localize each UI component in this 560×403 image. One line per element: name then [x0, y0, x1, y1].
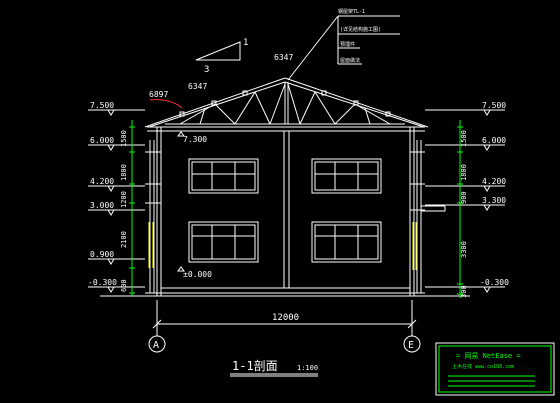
right-dim-4: 3300	[460, 241, 468, 258]
left-dims: 1500 1800 1200 2100 600	[120, 130, 128, 292]
axis-label-e: E	[408, 340, 414, 351]
roof-dim-left: 6897	[149, 90, 168, 99]
bottom-dim-line	[152, 300, 417, 330]
interior-level-floor: ±0.000	[183, 270, 212, 279]
drawing-scale: 1:100	[297, 364, 318, 372]
interior-level-markers	[177, 131, 185, 272]
slope-indicator	[195, 41, 241, 61]
callout-line-1: 钢屋架TL-1	[338, 8, 365, 15]
title-underline	[230, 373, 318, 377]
stamp-line-1: = 网易 NetEase =	[456, 352, 521, 360]
right-level-5: -0.300	[480, 278, 509, 287]
right-dim-2: 1800	[460, 164, 468, 181]
windows	[188, 158, 382, 263]
right-level-marks	[425, 109, 505, 293]
right-dim-3: 900	[460, 191, 468, 204]
glazing-strips	[148, 222, 417, 270]
right-level-2: 6.000	[482, 136, 506, 145]
right-dim-line	[457, 120, 463, 298]
axis-label-a: A	[153, 340, 159, 351]
left-dim-1: 1500	[120, 130, 128, 147]
drawing-title: 1-1剖面	[232, 359, 278, 373]
right-level-3: 4.200	[482, 177, 506, 186]
left-level-3: 4.200	[90, 177, 114, 186]
roof-highlight	[149, 99, 183, 109]
left-level-2: 6.000	[90, 136, 114, 145]
canopy	[421, 205, 446, 212]
left-level-6: -0.300	[88, 278, 117, 287]
stamp-box	[435, 342, 555, 396]
left-dim-4: 2100	[120, 231, 128, 248]
right-level-4: 3.300	[482, 196, 506, 205]
roof-dim-mid: 6347	[188, 82, 207, 91]
left-level-4: 3.000	[90, 201, 114, 210]
left-level-1: 7.500	[90, 101, 114, 110]
left-level-marks	[88, 109, 145, 293]
stamp-line-2: 土木在线 www.co188.com	[452, 363, 514, 370]
left-dim-5: 600	[120, 279, 128, 292]
callout-leader	[287, 15, 400, 81]
left-dim-2: 1800	[120, 164, 128, 181]
right-level-1: 7.500	[482, 101, 506, 110]
building-walls	[100, 126, 470, 297]
roof-dim-top: 6347	[274, 53, 293, 62]
overall-dimension: 12000	[272, 313, 299, 323]
slope-run: 3	[204, 65, 209, 75]
callout-line-3: 预埋件	[340, 41, 355, 48]
callout-line-4: 屋面做法	[340, 57, 360, 64]
right-dim-1: 1500	[460, 130, 468, 147]
right-dims: 1500 1800 900 3300 300	[460, 130, 468, 298]
callout-line-2: (详见结构施工图)	[340, 26, 381, 33]
left-dim-line	[129, 120, 135, 296]
interior-level-roof: 7.300	[183, 135, 207, 144]
left-dim-3: 1200	[120, 191, 128, 208]
slope-rise: 1	[243, 38, 248, 48]
roof-truss	[144, 77, 429, 128]
right-dim-5: 300	[460, 285, 468, 298]
left-level-5: 0.900	[90, 250, 114, 259]
axis-bubbles	[148, 330, 421, 353]
